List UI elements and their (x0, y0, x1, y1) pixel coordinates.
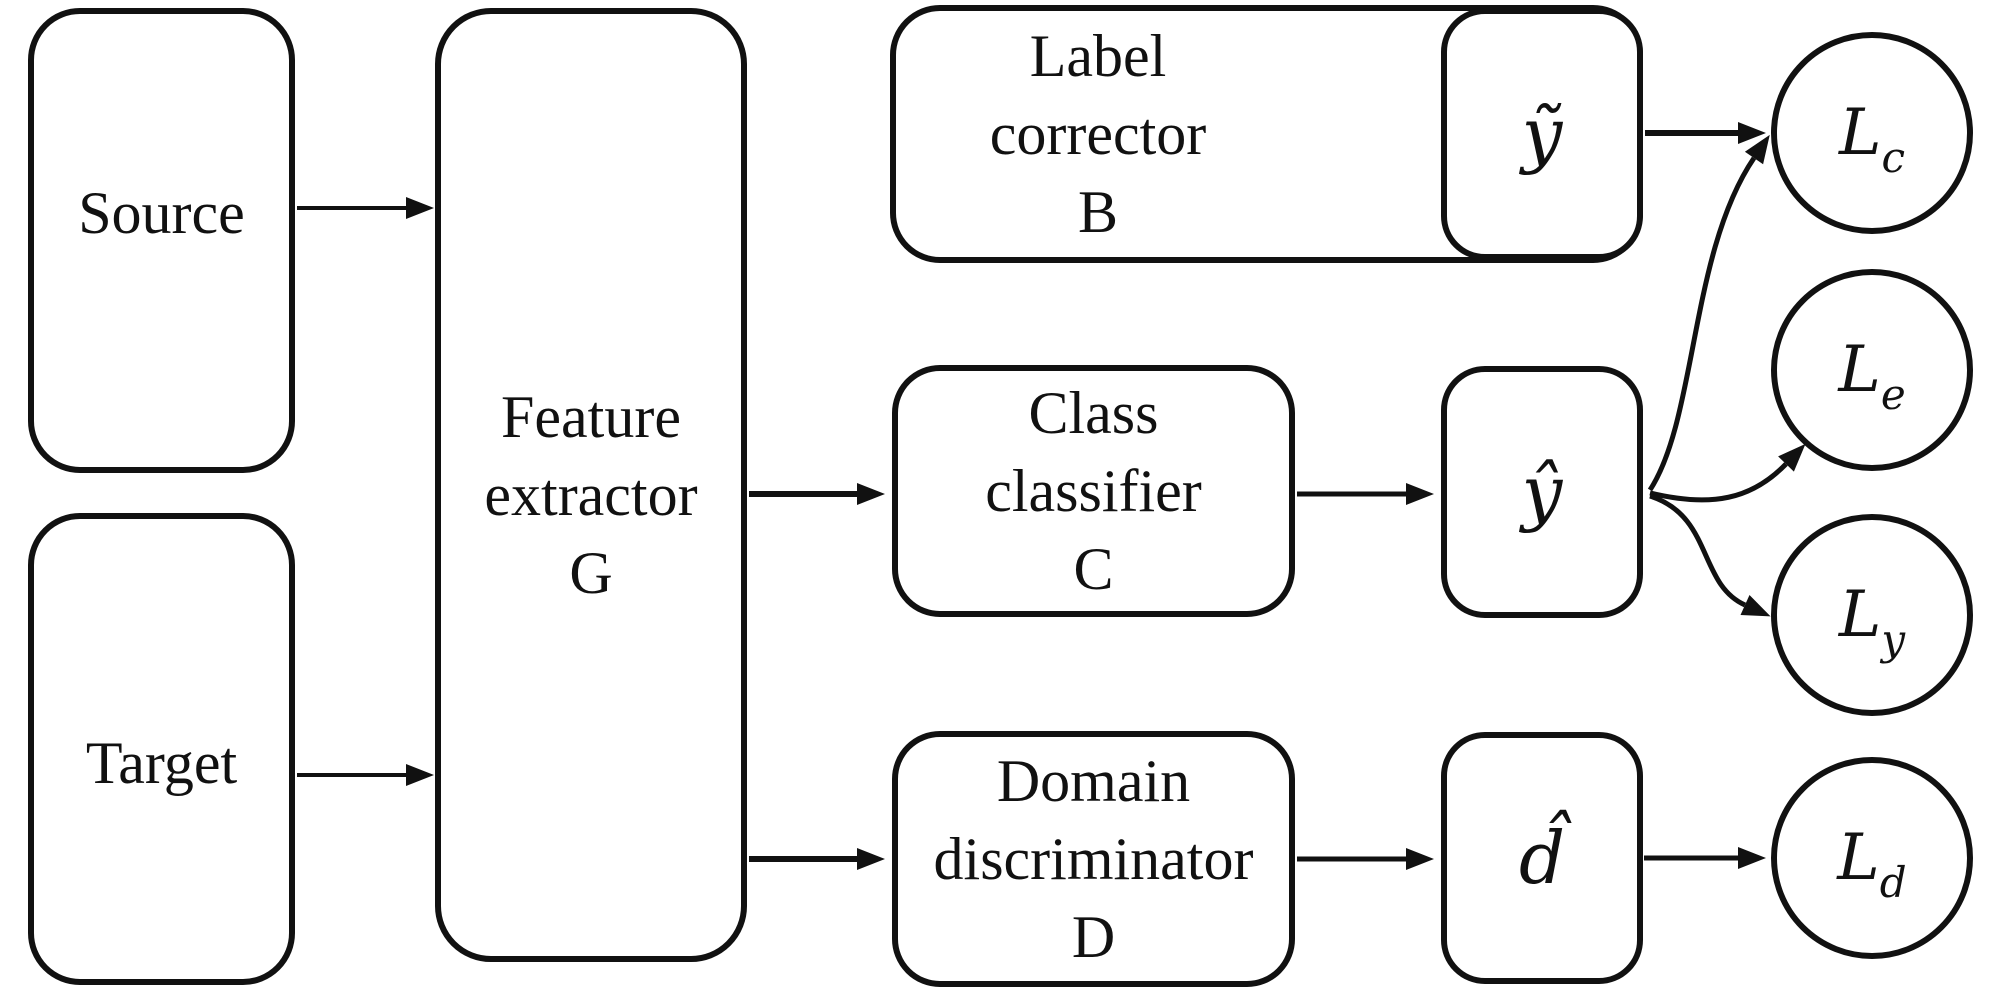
loss-le-node: Le (1771, 269, 1973, 471)
loss-lc-node: Lc (1771, 32, 1973, 234)
loss-lc-label: Lc (1838, 96, 1906, 182)
class-classifier-line1: Class (1028, 380, 1159, 446)
label-corrector-line1: Label (1029, 23, 1167, 89)
class-classifier-line3: C (1073, 536, 1114, 602)
class-classifier-node: Class classifier C (892, 365, 1295, 617)
y-tilde-symbol: ỹ (1521, 92, 1563, 176)
y-hat-symbol: ŷ (1521, 450, 1563, 534)
loss-ld-node: Ld (1771, 757, 1973, 959)
d-hat-symbol: d̂ (1518, 816, 1566, 900)
feature-extractor-node: Feature extractor G (435, 8, 747, 962)
label-corrector-line3: B (1077, 179, 1119, 245)
arrow-y-hat-to-loss-ly (1649, 493, 1771, 617)
source-node: Source (28, 8, 295, 473)
domain-discriminator-line2: discriminator (933, 826, 1254, 892)
loss-le-label: Le (1838, 333, 1906, 419)
loss-ld-label: Ld (1837, 821, 1907, 907)
loss-ly-label: Ly (1838, 578, 1906, 664)
arrow-y-hat-to-loss-lc (1647, 134, 1770, 492)
y-tilde-node: ỹ (1441, 8, 1643, 260)
feature-extractor-line3: G (569, 540, 613, 606)
label-corrector-label: Label corrector B (896, 17, 1300, 251)
target-label: Target (85, 730, 238, 796)
source-label: Source (78, 179, 245, 246)
y-hat-node: ŷ (1441, 366, 1643, 618)
d-hat-node: d̂ (1441, 732, 1643, 984)
feature-extractor-label: Feature extractor G (484, 378, 697, 612)
class-classifier-label: Class classifier C (985, 374, 1202, 608)
domain-discriminator-line1: Domain (996, 748, 1191, 814)
domain-discriminator-node: Domain discriminator D (892, 731, 1295, 987)
class-classifier-line2: classifier (985, 458, 1202, 524)
feature-extractor-line2: extractor (484, 462, 698, 528)
domain-discriminator-label: Domain discriminator D (934, 742, 1254, 976)
loss-ly-node: Ly (1771, 514, 1973, 716)
feature-extractor-line1: Feature (501, 384, 681, 450)
arrow-y-hat-to-loss-le (1649, 443, 1806, 503)
domain-discriminator-line3: D (1071, 904, 1116, 970)
label-corrector-line2: corrector (989, 101, 1207, 167)
target-node: Target (28, 513, 295, 985)
